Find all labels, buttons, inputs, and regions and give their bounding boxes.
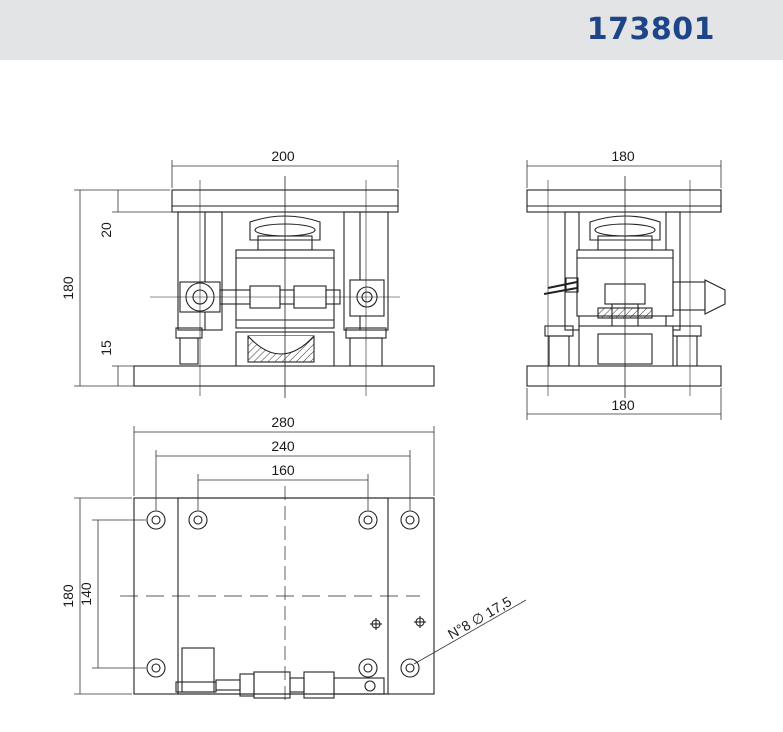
plan-overall-height-label: 180 <box>60 584 76 608</box>
plan-dimensions <box>74 426 527 695</box>
plan-hole-pitch-inner-label: 160 <box>271 462 295 478</box>
side-bottom-width-label: 180 <box>611 397 635 413</box>
base-label: 15 <box>98 340 114 356</box>
holes-callout-label: N°8 ∅ 17,5 <box>445 593 514 642</box>
product-code: 173801 <box>586 12 715 47</box>
plan-overall-width-label: 280 <box>271 414 295 430</box>
side-dimensions <box>526 160 722 420</box>
top-plate-label: 20 <box>98 222 114 238</box>
plan-hole-pitch-outer-label: 240 <box>271 438 295 454</box>
plan-view <box>120 486 435 706</box>
front-view <box>133 176 435 398</box>
front-width-label: 200 <box>271 148 295 164</box>
side-view <box>526 176 726 398</box>
header-band <box>0 0 783 60</box>
side-top-width-label: 180 <box>611 148 635 164</box>
front-dimensions <box>74 160 399 387</box>
plan-hole-pitch-vertical-label: 140 <box>78 582 94 606</box>
front-height-label: 180 <box>60 276 76 300</box>
